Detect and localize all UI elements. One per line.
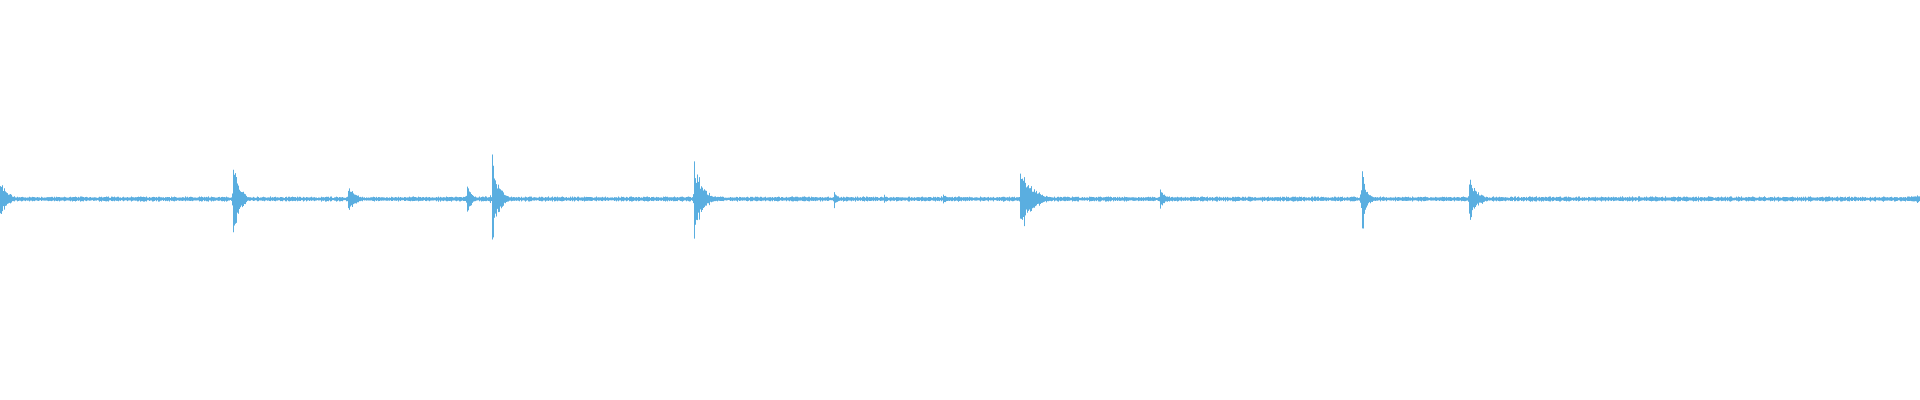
waveform-samples [0,154,1920,240]
waveform-path [0,154,1920,240]
